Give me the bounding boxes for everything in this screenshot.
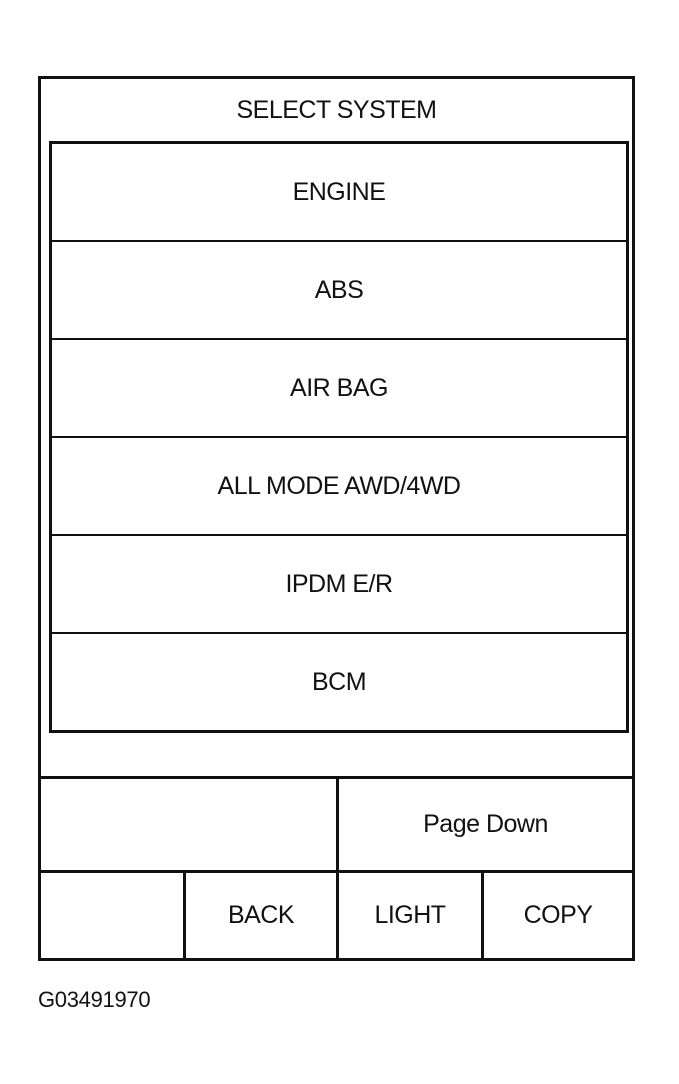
screen-title: SELECT SYSTEM (236, 96, 437, 124)
system-item-ipdm-er[interactable]: IPDM E/R (52, 536, 626, 634)
system-item-all-mode-awd-4wd[interactable]: ALL MODE AWD/4WD (52, 438, 626, 536)
button-row-bottom: BACK LIGHT COPY (41, 870, 632, 958)
system-item-air-bag[interactable]: AIR BAG (52, 340, 626, 438)
system-item-engine[interactable]: ENGINE (52, 144, 626, 242)
light-button[interactable]: LIGHT (339, 873, 484, 958)
system-item-abs[interactable]: ABS (52, 242, 626, 340)
copy-button[interactable]: COPY (523, 901, 593, 929)
system-list: ENGINE ABS AIR BAG ALL MODE AWD/4WD IPDM… (49, 141, 629, 733)
blank-button-top-left (41, 779, 339, 870)
page-down-button[interactable]: Page Down (423, 810, 548, 838)
figure-id: G03491970 (38, 987, 151, 1012)
button-row-top: Page Down (41, 776, 632, 870)
blank-button-bottom-left (41, 873, 186, 958)
back-button[interactable]: BACK (186, 873, 339, 958)
select-system-screen: SELECT SYSTEM ENGINE ABS AIR BAG ALL MOD… (38, 76, 635, 961)
system-item-bcm[interactable]: BCM (311, 667, 367, 696)
